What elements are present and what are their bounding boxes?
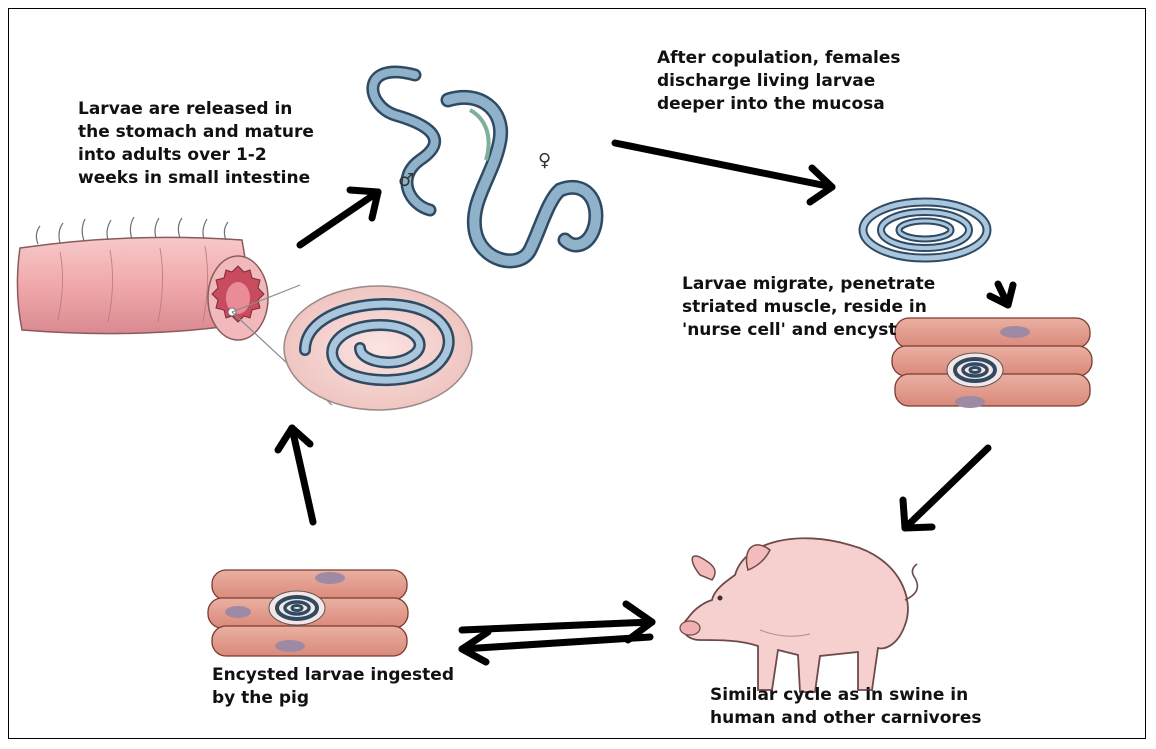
arrow-to-pig bbox=[903, 448, 988, 528]
arrow-to-muscle bbox=[990, 284, 1013, 305]
caption-larvae-released: Larvae are released in the stomach and m… bbox=[78, 98, 314, 190]
magnified-larva-lens bbox=[284, 286, 472, 410]
arrow-ingested-to-pig bbox=[462, 604, 652, 640]
muscle-cyst-left bbox=[208, 570, 408, 656]
male-symbol: ♂ bbox=[398, 170, 414, 191]
adult-female-worm bbox=[448, 97, 596, 261]
arrow-to-larvae bbox=[615, 143, 832, 202]
arrow-to-adults bbox=[300, 190, 378, 245]
caption-similar-cycle: Similar cycle as in swine in human and o… bbox=[710, 684, 981, 730]
pig bbox=[680, 538, 917, 692]
caption-after-copulation: After copulation, females discharge livi… bbox=[657, 47, 901, 116]
newborn-larva-coil bbox=[863, 202, 987, 258]
caption-larvae-migrate: Larvae migrate, penetrate striated muscl… bbox=[682, 273, 935, 342]
arrow-pig-to-muscle bbox=[462, 632, 650, 662]
female-symbol: ♀ bbox=[538, 150, 551, 171]
caption-encysted-ingested: Encysted larvae ingested by the pig bbox=[212, 664, 454, 710]
arrow-to-intestine bbox=[278, 428, 313, 522]
intestine bbox=[17, 217, 268, 340]
